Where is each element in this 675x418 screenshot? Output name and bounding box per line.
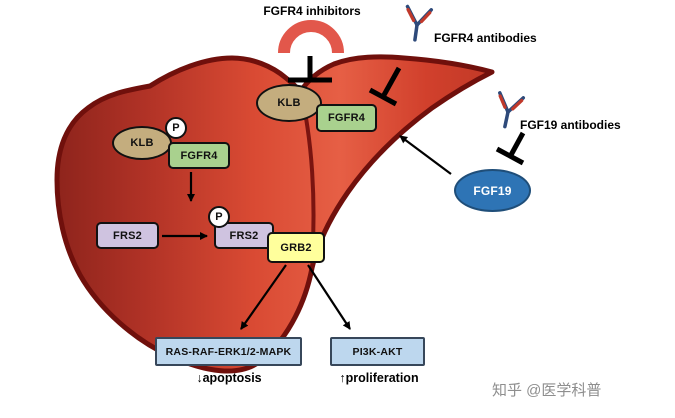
frs2-inactive-node: FRS2	[96, 222, 159, 249]
phospho-badge-receptor: P	[165, 117, 187, 139]
fgfr4-inhibitors-label: FGFR4 inhibitors	[263, 4, 361, 18]
fgf19-antibodies-label: FGF19 antibodies	[520, 118, 621, 132]
arrow-grb2-to-mapk	[240, 264, 287, 330]
fgfr4-antibodies-label: FGFR4 antibodies	[434, 31, 537, 45]
inhibition-tbar-fgf19-antibody-icon	[495, 131, 526, 166]
apoptosis-label: ↓apoptosis	[196, 371, 262, 385]
fgfr4-surface-node: FGFR4	[316, 104, 377, 132]
fgfr4-internal-node: FGFR4	[168, 142, 230, 169]
inhibition-tbar-inhibitors-icon	[288, 56, 332, 83]
fgfr4-antibody-icon	[405, 4, 433, 42]
arrow-grb2-to-pi3k	[307, 264, 351, 330]
grb2-node: GRB2	[267, 232, 325, 263]
mapk-cascade-node: RAS-RAF-ERK1/2-MAPK	[155, 337, 302, 366]
fgfr4-inhibitor-arc-icon	[278, 20, 344, 54]
pi3k-cascade-node: PI3K-AKT	[330, 337, 425, 366]
klb-internal-node: KLB	[112, 126, 172, 160]
arrow-fgf19-to-receptor	[399, 135, 452, 175]
phospho-badge-frs2: P	[208, 206, 230, 228]
fgf19-antibody-icon	[498, 91, 526, 129]
watermark: 知乎 @医学科普	[492, 382, 602, 399]
inhibition-tbar-fgfr4-antibody-icon	[368, 66, 402, 107]
klb-surface-node: KLB	[256, 84, 322, 122]
proliferation-label: ↑proliferation	[339, 371, 419, 385]
fgf19-node: FGF19	[454, 169, 531, 212]
